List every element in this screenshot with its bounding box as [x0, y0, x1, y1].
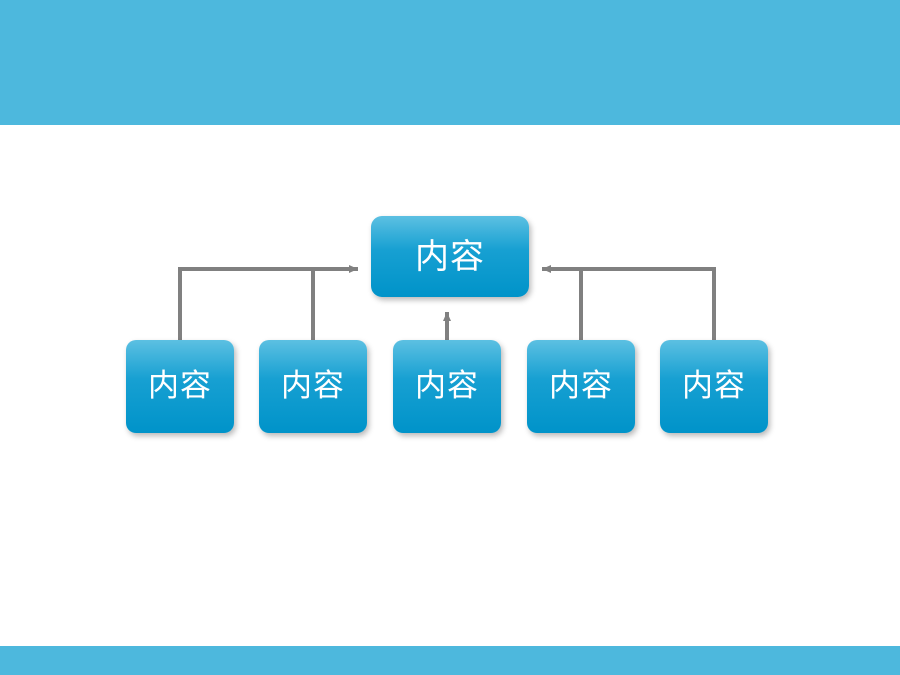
diagram-node-child-2[interactable]: 内容	[393, 340, 501, 433]
diagram-node-child-0[interactable]: 内容	[126, 340, 234, 433]
node-label: 内容	[415, 368, 479, 404]
node-label: 内容	[148, 368, 212, 404]
node-label: 内容	[415, 236, 485, 277]
bottom-banner	[0, 646, 900, 675]
diagram-node-child-1[interactable]: 内容	[259, 340, 367, 433]
diagram-node-root[interactable]: 内容	[371, 216, 529, 297]
diagram-node-child-3[interactable]: 内容	[527, 340, 635, 433]
connector-child-0	[178, 267, 313, 340]
connector-child-4	[581, 267, 716, 340]
node-label: 内容	[682, 368, 746, 404]
node-label: 内容	[549, 368, 613, 404]
diagram-node-child-4[interactable]: 内容	[660, 340, 768, 433]
node-label: 内容	[281, 368, 345, 404]
top-banner	[0, 0, 900, 125]
